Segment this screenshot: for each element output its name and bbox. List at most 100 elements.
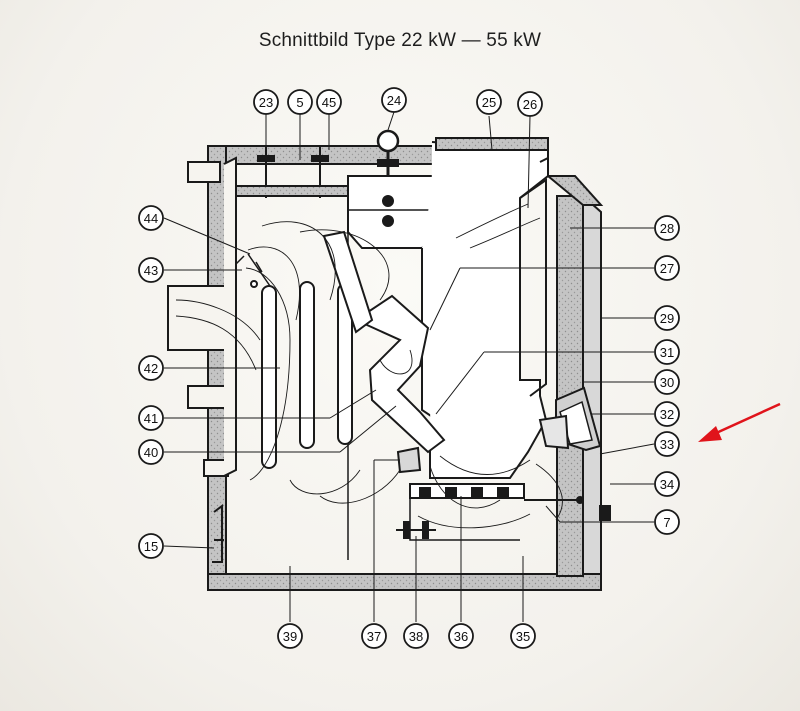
callout-label: 15 [144,539,158,554]
callout-label: 41 [144,411,158,426]
callout-circle [654,369,680,395]
callout-markers: 23 5 45 24 25 26 28 27 29 31 30 32 33 34 7 44 43 42 41 40 15… [138,87,680,649]
chamber-port-upper [382,195,394,207]
callout-label: 37 [367,629,381,644]
callout-45: 45 [316,89,342,115]
callout-circle [517,91,543,117]
callout-circle [654,339,680,365]
callout-label: 39 [283,629,297,644]
red-pointer-arrow [698,402,781,442]
flue-pipe-lower [187,385,229,409]
chamber-port-lower [382,215,394,227]
callout-42: 42 [138,355,164,381]
callout-circle [138,533,164,559]
flue-pipe [167,285,233,351]
callout-label: 40 [144,445,158,460]
callout-label: 31 [660,345,674,360]
front-knob [599,505,611,521]
callout-circle [476,89,502,115]
callout-label: 42 [144,361,158,376]
callout-28: 28 [654,215,680,241]
left-outer-wall [207,145,227,577]
callout-label: 23 [259,95,273,110]
top-chamber [347,175,437,249]
callout-circle [138,355,164,381]
callout-27: 27 [654,255,680,281]
fuel-hopper [429,141,549,479]
callout-circle [654,305,680,331]
callout-circle [316,89,342,115]
housing-top [545,175,604,206]
hopper-liner [519,178,547,397]
callout-30: 30 [654,369,680,395]
callout-39: 39 [277,623,303,649]
right-front-panel [582,193,602,575]
callout-35: 35 [510,623,536,649]
callout-37: 37 [361,623,387,649]
callout-circle [138,405,164,431]
leader-lines [163,111,655,622]
gas-flow-lines [175,203,563,529]
water-jacket-left [223,156,237,477]
right-housing-wall [556,195,584,577]
callout-7: 7 [654,509,680,535]
callout-label: 34 [660,477,674,492]
callout-31: 31 [654,339,680,365]
callout-25: 25 [476,89,502,115]
callout-label: 5 [296,95,303,110]
callout-circle [654,509,680,535]
shaker-rod [396,521,436,539]
callout-36: 36 [448,623,474,649]
callout-circle [654,471,680,497]
grate-assembly [409,483,584,541]
callout-circle [654,431,680,457]
callout-5: 5 [287,89,313,115]
callout-circle [403,623,429,649]
eyebolt-ring [376,129,400,153]
callout-circle [654,401,680,427]
callout-label: 45 [322,95,336,110]
flue-stub-top [187,161,221,183]
air-flap [396,446,422,474]
callout-circle [138,205,164,231]
callout-circle [253,89,279,115]
callout-circle [138,439,164,465]
callout-34: 34 [654,471,680,497]
callout-circle [654,255,680,281]
callout-32: 32 [654,401,680,427]
callout-23: 23 [253,89,279,115]
callout-43: 43 [138,257,164,283]
callout-label: 28 [660,221,674,236]
diagram-title: Schnittbild Type 22 kW — 55 kW [258,30,542,51]
spring-holder [235,253,271,287]
callout-circle [381,87,407,113]
callout-label: 33 [660,437,674,452]
boiler-body [167,129,611,591]
callout-label: 26 [523,97,537,112]
callout-circle [361,623,387,649]
callout-label: 36 [454,629,468,644]
top-plate [235,185,349,197]
callout-40: 40 [138,439,164,465]
callout-44: 44 [138,205,164,231]
callout-label: 29 [660,311,674,326]
callout-41: 41 [138,405,164,431]
callout-label: 43 [144,263,158,278]
callout-label: 7 [663,515,670,530]
drain-fitting [212,504,224,563]
callout-24: 24 [381,87,407,113]
callout-circle [448,623,474,649]
callout-label: 38 [409,629,423,644]
callout-label: 30 [660,375,674,390]
callout-circle [287,89,313,115]
callout-38: 38 [403,623,429,649]
callout-15: 15 [138,533,164,559]
callout-circle [510,623,536,649]
callout-label: 35 [516,629,530,644]
door-hinge [538,414,570,450]
callout-label: 44 [144,211,158,226]
heat-exchanger-tubes [261,230,374,469]
callout-label: 27 [660,261,674,276]
